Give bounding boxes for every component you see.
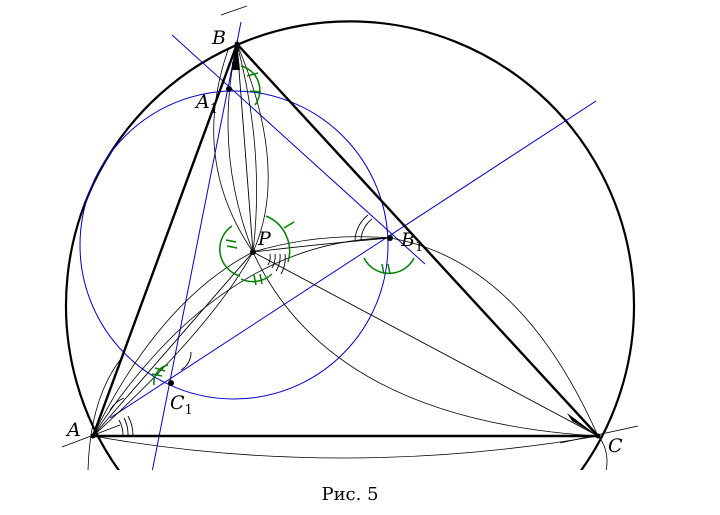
arcs-group xyxy=(87,43,608,470)
angle-marks-c1 xyxy=(180,351,192,371)
side-ab xyxy=(91,43,239,437)
label-b: B xyxy=(211,27,226,49)
angle-square-b xyxy=(232,62,239,69)
point-p xyxy=(250,249,256,255)
label-a: A xyxy=(65,419,81,441)
green-marks xyxy=(151,65,415,386)
angle-marks-b1 xyxy=(354,214,373,241)
blue-line-c1-b1 xyxy=(109,100,597,419)
circumcircle xyxy=(64,20,636,470)
label-c: C xyxy=(608,435,623,457)
label-a1: A1 xyxy=(194,91,218,117)
figure-caption: Рис. 5 xyxy=(321,484,379,505)
side-bc xyxy=(236,43,599,437)
point-b xyxy=(234,41,240,47)
label-b1: B1 xyxy=(400,229,423,255)
blue-circle xyxy=(79,90,389,400)
filled-angle-c xyxy=(567,413,598,436)
segment-p-c xyxy=(252,251,599,437)
label-c1: C1 xyxy=(170,392,193,418)
angle-marks-p xyxy=(267,253,286,275)
angle-marks-a xyxy=(109,397,134,437)
geometry-figure: B A C P A1 B1 C1 xyxy=(61,5,639,470)
blue-line-a1-b1 xyxy=(171,34,426,265)
line-through-b xyxy=(220,5,248,16)
point-a1 xyxy=(226,86,232,92)
segment-p-a xyxy=(92,251,254,437)
point-c xyxy=(595,433,601,439)
point-a xyxy=(90,433,96,439)
blue-line-a1-c1 xyxy=(151,21,242,470)
point-c1 xyxy=(168,380,174,386)
label-p: P xyxy=(257,228,272,250)
segment-p-b xyxy=(236,43,254,253)
point-b1 xyxy=(387,235,393,241)
